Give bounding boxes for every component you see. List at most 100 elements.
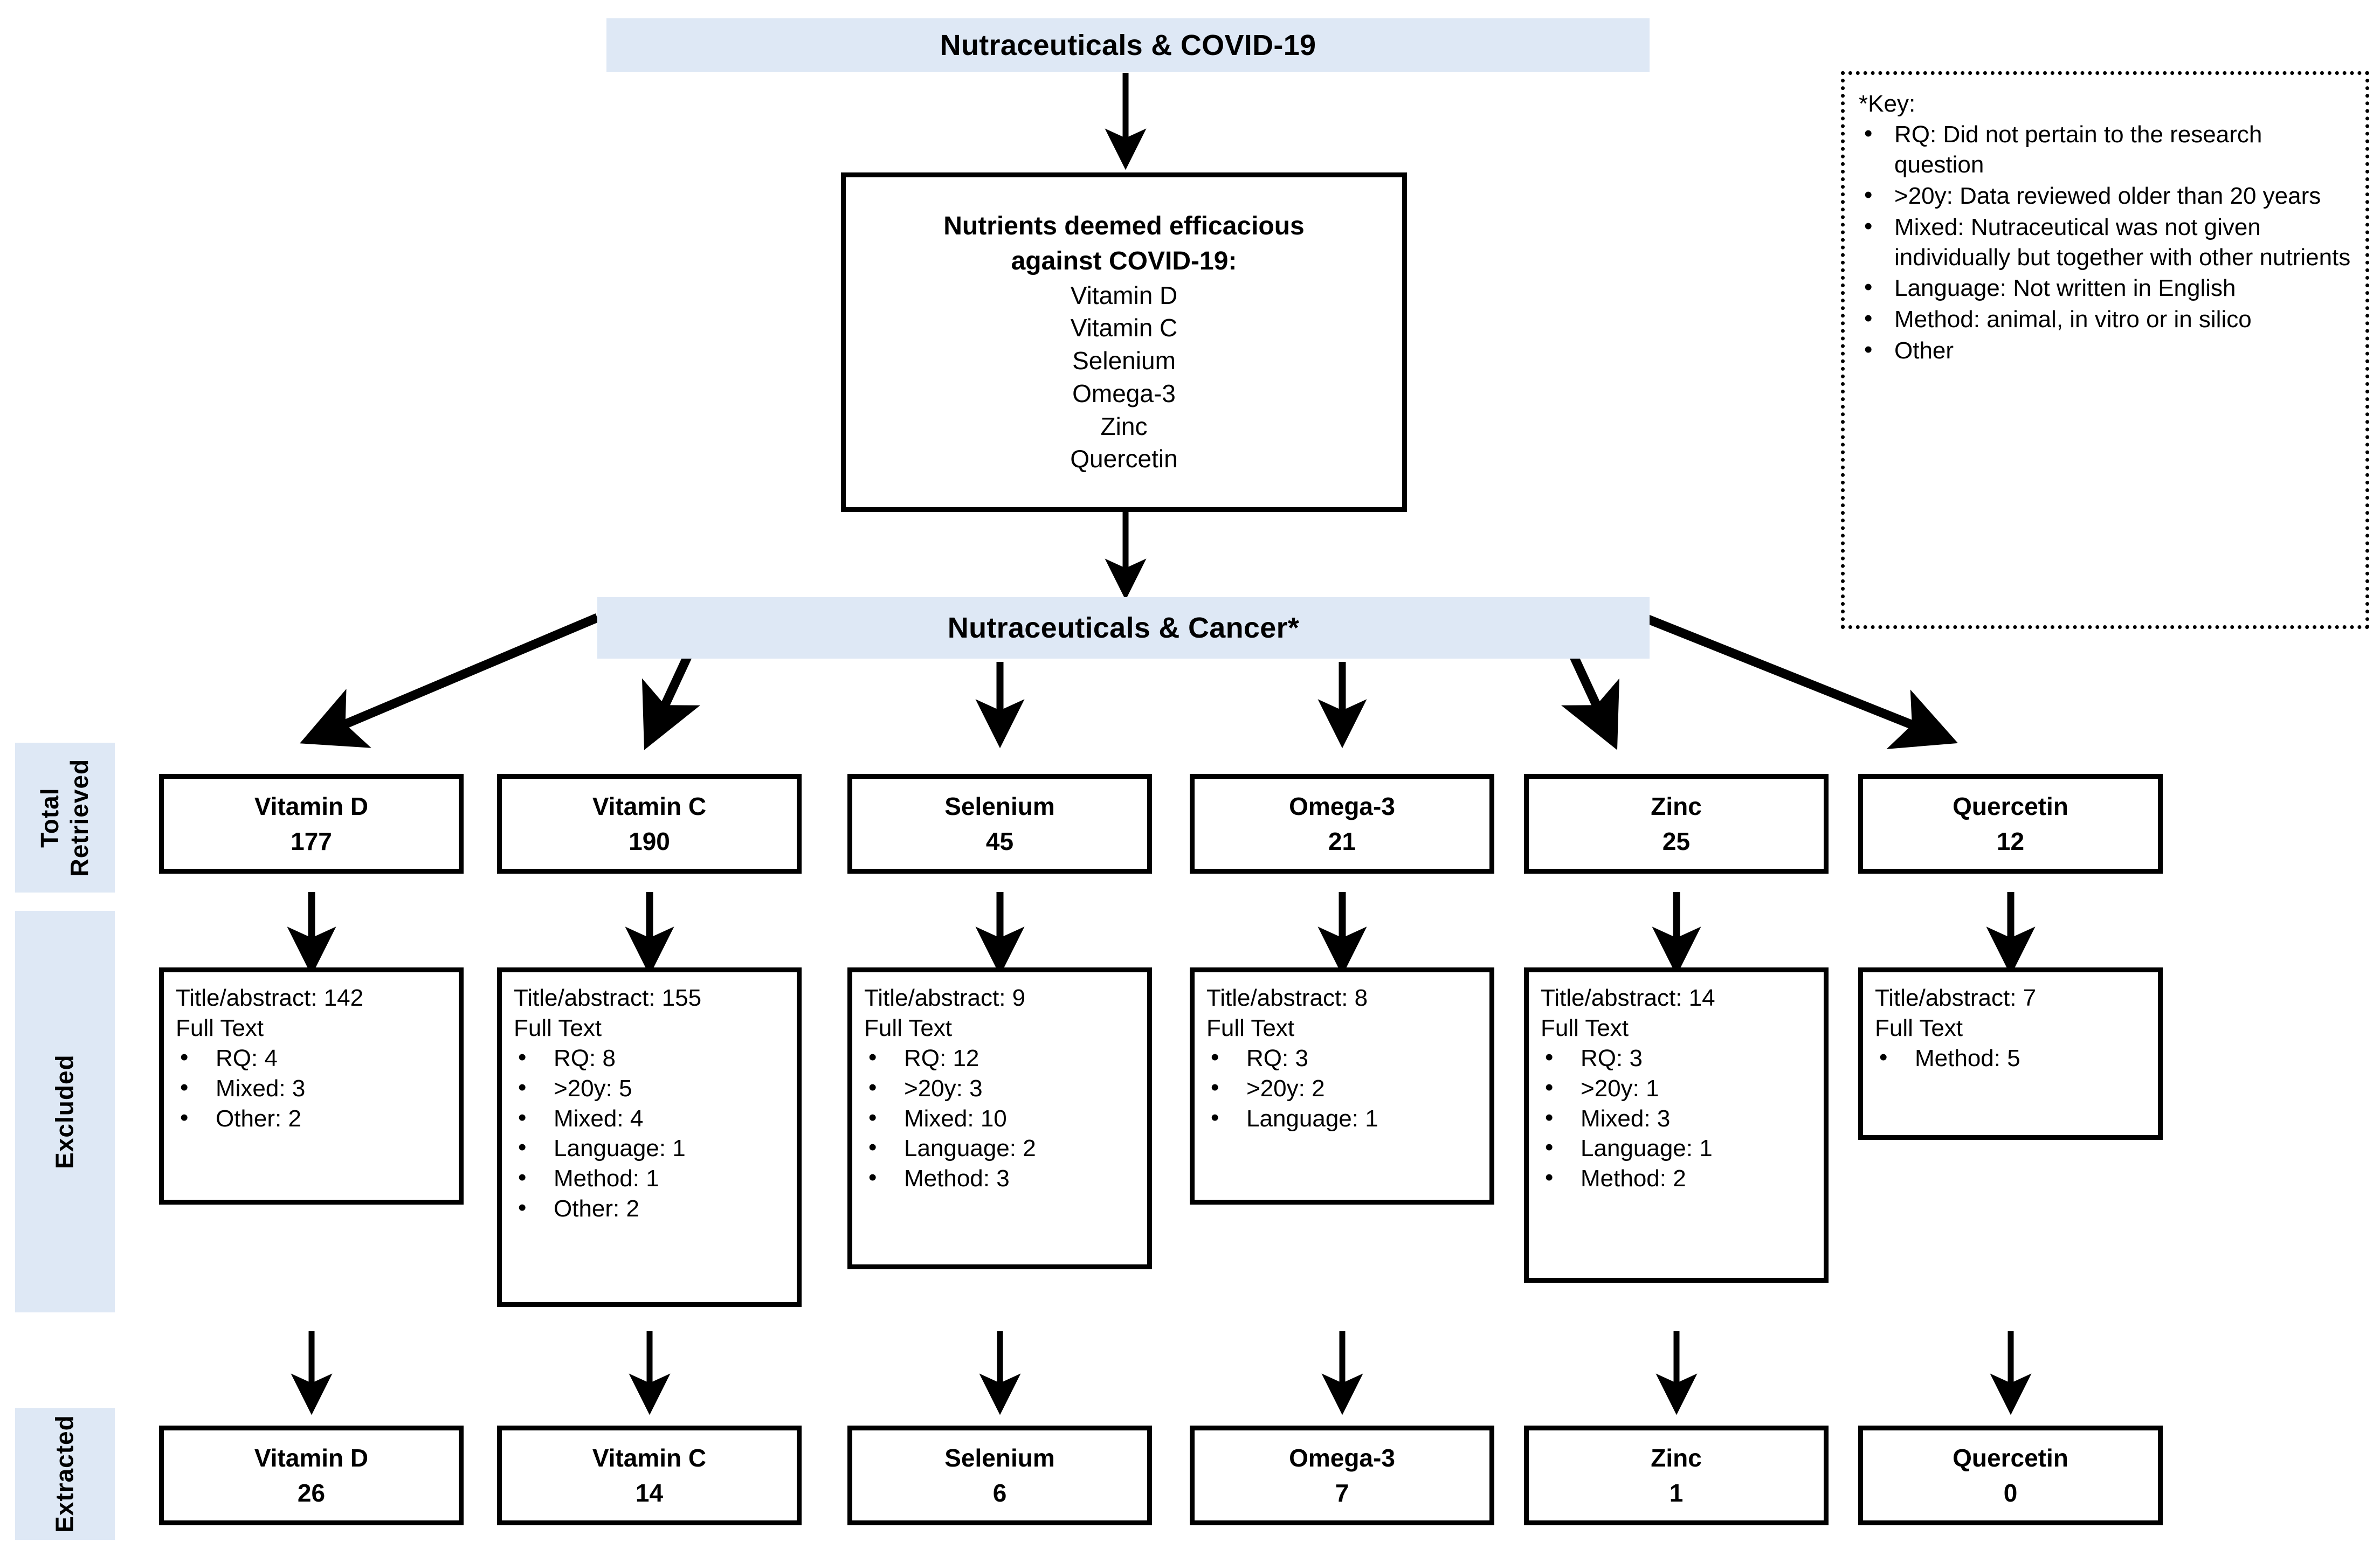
excluded-reason: Mixed: 3: [1541, 1103, 1816, 1134]
excluded-reason: Other: 2: [176, 1103, 451, 1134]
excluded-reason: Language: 1: [514, 1132, 789, 1164]
row-label-excluded: Excluded: [15, 911, 115, 1312]
extracted-count: 7: [1335, 1478, 1349, 1507]
excluded-reason: Method: 3: [864, 1163, 1140, 1194]
retrieved-box-quercetin: Quercetin 12: [1858, 774, 2163, 874]
nutrient-item-2: Selenium: [1072, 347, 1176, 375]
excluded-reason: >20y: 5: [514, 1073, 789, 1104]
retrieved-count: 12: [1996, 827, 2025, 855]
excluded-title-abstract: Title/abstract: 7: [1875, 985, 2037, 1011]
retrieved-box-zinc: Zinc 25: [1524, 774, 1829, 874]
excluded-reason: >20y: 2: [1206, 1073, 1482, 1104]
retrieved-count: 45: [985, 827, 1014, 855]
extracted-name: Vitamin C: [592, 1444, 707, 1472]
key-item: >20y: Data reviewed older than 20 years: [1859, 180, 2354, 211]
key-item-list: RQ: Did not pertain to the research ques…: [1859, 119, 2354, 366]
excluded-reason: >20y: 3: [864, 1073, 1140, 1104]
excluded-reason: >20y: 1: [1541, 1073, 1816, 1104]
nutrient-item-1: Vitamin C: [1070, 314, 1178, 342]
excluded-reason: Mixed: 3: [176, 1073, 451, 1104]
extracted-count: 14: [635, 1478, 664, 1507]
extracted-count: 6: [992, 1478, 1007, 1507]
extracted-count: 1: [1669, 1478, 1684, 1507]
excluded-reason-list: RQ: 8 >20y: 5 Mixed: 4 Language: 1 Metho…: [514, 1042, 789, 1224]
retrieved-name: Vitamin C: [592, 792, 707, 821]
retrieved-count: 177: [291, 827, 332, 855]
nutrient-item-3: Omega-3: [1072, 379, 1176, 407]
top-banner-label: Nutraceuticals & COVID-19: [940, 29, 1316, 61]
retrieved-box-vitamin-c: Vitamin C 190: [497, 774, 802, 874]
excluded-reason-list: RQ: 3 >20y: 1 Mixed: 3 Language: 1 Metho…: [1541, 1042, 1816, 1194]
row-label-extracted: Extracted: [15, 1408, 115, 1540]
excluded-box-vitamin-c: Title/abstract: 155 Full Text RQ: 8 >20y…: [497, 967, 802, 1307]
excluded-box-selenium: Title/abstract: 9 Full Text RQ: 12 >20y:…: [847, 967, 1152, 1269]
nutrients-efficacious-box: Nutrients deemed efficacious against COV…: [841, 172, 1407, 512]
excluded-title-abstract: Title/abstract: 14: [1541, 985, 1715, 1011]
extracted-name: Selenium: [944, 1444, 1055, 1472]
excluded-box-vitamin-d: Title/abstract: 142 Full Text RQ: 4 Mixe…: [159, 967, 464, 1205]
excluded-reason: Method: 2: [1541, 1163, 1816, 1194]
excluded-title-abstract: Title/abstract: 8: [1206, 985, 1368, 1011]
retrieved-count: 190: [629, 827, 670, 855]
top-banner: Nutraceuticals & COVID-19: [606, 18, 1650, 72]
excluded-reason: RQ: 8: [514, 1042, 789, 1074]
mid-banner: Nutraceuticals & Cancer*: [597, 597, 1650, 659]
extracted-name: Zinc: [1651, 1444, 1702, 1472]
extracted-name: Quercetin: [1953, 1444, 2068, 1472]
excluded-reason-list: RQ: 12 >20y: 3 Mixed: 10 Language: 2 Met…: [864, 1042, 1140, 1194]
extracted-box-vitamin-c: Vitamin C 14: [497, 1426, 802, 1525]
nutrients-title-line2: against COVID-19:: [1011, 246, 1237, 275]
key-heading: *Key:: [1859, 91, 1916, 117]
extracted-box-quercetin: Quercetin 0: [1858, 1426, 2163, 1525]
retrieved-name: Zinc: [1651, 792, 1702, 821]
retrieved-count: 21: [1328, 827, 1356, 855]
excluded-reason: Language: 1: [1206, 1103, 1482, 1134]
mid-banner-label: Nutraceuticals & Cancer*: [947, 612, 1300, 644]
extracted-box-omega-3: Omega-3 7: [1190, 1426, 1494, 1525]
key-legend-box: *Key: RQ: Did not pertain to the researc…: [1841, 71, 2369, 629]
extracted-box-vitamin-d: Vitamin D 26: [159, 1426, 464, 1525]
excluded-reason: RQ: 12: [864, 1042, 1140, 1074]
nutrient-item-5: Quercetin: [1070, 445, 1178, 473]
retrieved-name: Selenium: [944, 792, 1055, 821]
excluded-reason: Method: 5: [1875, 1042, 2150, 1074]
key-item: Language: Not written in English: [1859, 272, 2354, 303]
excluded-full-text-label: Full Text: [864, 1014, 953, 1041]
excluded-reason-list: Method: 5: [1875, 1042, 2150, 1074]
excluded-title-abstract: Title/abstract: 155: [514, 985, 702, 1011]
extracted-count: 0: [2003, 1478, 2018, 1507]
excluded-box-omega-3: Title/abstract: 8 Full Text RQ: 3 >20y: …: [1190, 967, 1494, 1205]
excluded-box-quercetin: Title/abstract: 7 Full Text Method: 5: [1858, 967, 2163, 1140]
extracted-name: Omega-3: [1289, 1444, 1395, 1472]
excluded-reason: Method: 1: [514, 1163, 789, 1194]
excluded-reason-list: RQ: 4 Mixed: 3 Other: 2: [176, 1042, 451, 1134]
excluded-reason: Language: 2: [864, 1132, 1140, 1164]
key-item: Other: [1859, 335, 2354, 366]
excluded-box-zinc: Title/abstract: 14 Full Text RQ: 3 >20y:…: [1524, 967, 1829, 1283]
retrieved-count: 25: [1662, 827, 1691, 855]
retrieved-box-selenium: Selenium 45: [847, 774, 1152, 874]
excluded-reason: Mixed: 10: [864, 1103, 1140, 1134]
excluded-reason-list: RQ: 3 >20y: 2 Language: 1: [1206, 1042, 1482, 1134]
excluded-full-text-label: Full Text: [1875, 1014, 1963, 1041]
extracted-box-selenium: Selenium 6: [847, 1426, 1152, 1525]
key-item: Mixed: Nutraceutical was not given indiv…: [1859, 211, 2354, 273]
retrieved-box-omega-3: Omega-3 21: [1190, 774, 1494, 874]
key-item: Method: animal, in vitro or in silico: [1859, 303, 2354, 335]
nutrient-item-4: Zinc: [1100, 412, 1148, 440]
retrieved-name: Vitamin D: [254, 792, 369, 821]
excluded-reason: RQ: 3: [1206, 1042, 1482, 1074]
excluded-full-text-label: Full Text: [1541, 1014, 1629, 1041]
row-label-excluded-text: Excluded: [50, 1054, 79, 1169]
excluded-reason: Other: 2: [514, 1193, 789, 1224]
retrieved-name: Omega-3: [1289, 792, 1395, 821]
extracted-name: Vitamin D: [254, 1444, 369, 1472]
excluded-full-text-label: Full Text: [1206, 1014, 1295, 1041]
excluded-reason: Mixed: 4: [514, 1103, 789, 1134]
row-label-retrieved-line1: Total: [36, 787, 64, 848]
excluded-title-abstract: Title/abstract: 142: [176, 985, 364, 1011]
excluded-reason: Language: 1: [1541, 1132, 1816, 1164]
retrieved-name: Quercetin: [1953, 792, 2068, 821]
row-label-extracted-text: Extracted: [50, 1415, 79, 1533]
